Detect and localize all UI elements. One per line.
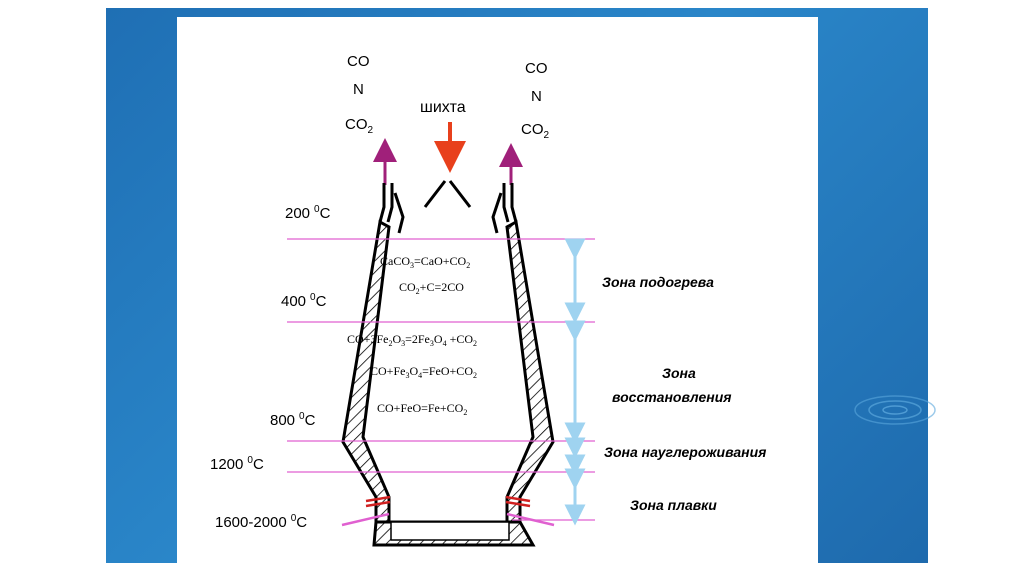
zone-reduction-label-2: восстановления [612,389,732,405]
level-lines [287,238,595,521]
zone-heating-label: Зона подогрева [602,274,714,290]
gas-list-right: CO N CO2 [521,60,550,141]
zone-carburization-label: Зона науглероживания [604,444,766,460]
hearth-bath [390,521,510,541]
ripple-decoration [854,395,936,425]
zone-labels: Зона подогрева Зона восстановления Зона … [602,274,766,513]
furnace-wall-right [505,219,555,524]
furnace-top [378,180,518,234]
reactions: CaCO3=CaO+CO2 CO2+C=2CO CO+3Fe2O3=2Fe3O4… [347,254,477,417]
reaction-1: CaCO3=CaO+CO2 [380,254,470,270]
reaction-3: CO+3Fe2O3=2Fe3O4 +CO2 [347,332,477,348]
reaction-5: CO+FeO=Fe+CO2 [377,401,467,417]
tuyeres [341,495,555,527]
reaction-4: CO+Fe3O4=FeO+CO2 [370,364,477,380]
gas-co2-left: CO2 [345,116,374,136]
zone-reduction-label-1: Зона [662,365,696,381]
charge-label: шихта [420,99,466,116]
blast-furnace-diagram: CO N CO2 CO N CO2 шихта [210,53,766,547]
gas-co2-right: CO2 [521,121,550,141]
zone-melting-label: Зона плавки [630,497,717,513]
gas-n-right: N [531,88,542,105]
gas-list-left: CO N CO2 [345,53,374,136]
gas-co-left: CO [347,53,370,70]
gas-co-right: CO [525,60,548,77]
reaction-2: CO2+C=2CO [399,280,464,296]
gas-n-left: N [353,81,364,98]
